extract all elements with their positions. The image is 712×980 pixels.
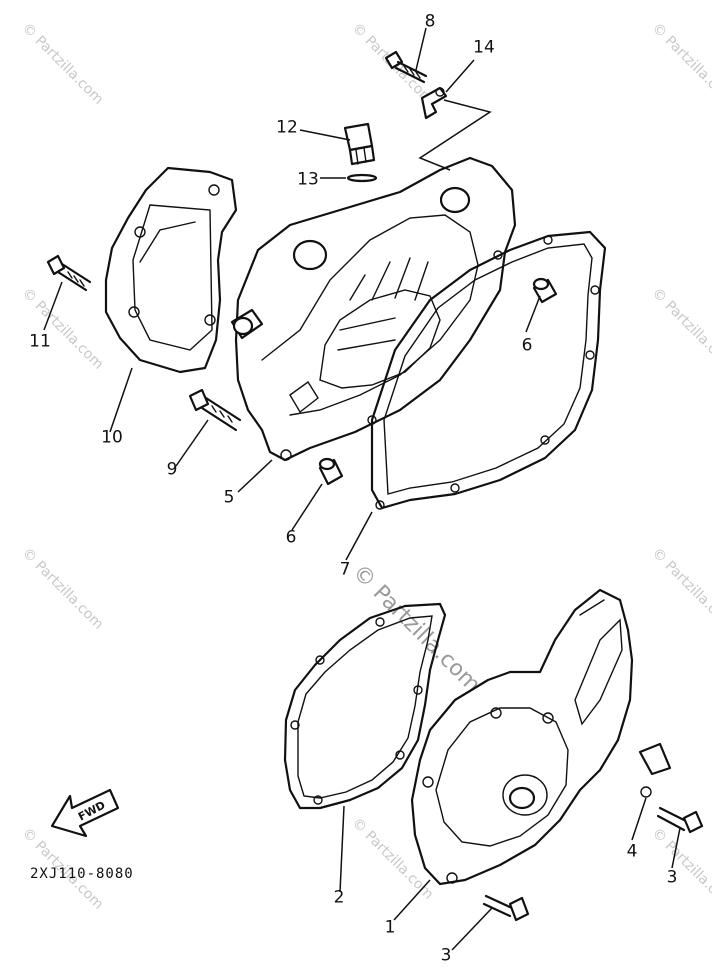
part-6-dowel-pin-lower[interactable] bbox=[318, 457, 344, 486]
callout-14[interactable]: 14 bbox=[473, 37, 495, 58]
callout-6-upper[interactable]: 6 bbox=[521, 335, 533, 356]
part-7-gasket[interactable] bbox=[367, 230, 607, 510]
part-code: 2XJ110-8080 bbox=[30, 866, 134, 882]
fwd-arrow-icon bbox=[50, 788, 120, 838]
callout-12[interactable]: 12 bbox=[276, 117, 298, 138]
part-9-bolt[interactable] bbox=[188, 388, 242, 432]
part-10-outer-cover[interactable] bbox=[104, 166, 238, 374]
part-3-bolt-lower[interactable] bbox=[482, 894, 530, 922]
part-6-dowel-pin-upper[interactable] bbox=[532, 277, 558, 304]
part-4-clamp[interactable] bbox=[638, 742, 672, 798]
callout-1[interactable]: 1 bbox=[384, 917, 396, 938]
callout-7[interactable]: 7 bbox=[339, 559, 351, 580]
part-14-clamp[interactable] bbox=[420, 86, 448, 120]
part-2-gasket[interactable] bbox=[283, 602, 447, 810]
part-8-bolt[interactable] bbox=[384, 50, 428, 84]
callout-11[interactable]: 11 bbox=[29, 331, 51, 352]
leader-lines bbox=[43, 27, 681, 951]
callout-3-right[interactable]: 3 bbox=[666, 867, 678, 888]
callout-13[interactable]: 13 bbox=[297, 169, 319, 190]
callout-3-lower[interactable]: 3 bbox=[440, 945, 452, 966]
callout-6-lower[interactable]: 6 bbox=[285, 527, 297, 548]
callout-8[interactable]: 8 bbox=[424, 11, 436, 32]
part-1-generator-cover[interactable] bbox=[410, 588, 634, 886]
callout-4[interactable]: 4 bbox=[626, 841, 638, 862]
part-12-filler-plug[interactable] bbox=[343, 122, 376, 166]
part-3-bolt-right[interactable] bbox=[656, 806, 704, 834]
part-11-bolt[interactable] bbox=[46, 254, 92, 292]
callout-10[interactable]: 10 bbox=[101, 427, 123, 448]
callout-2[interactable]: 2 bbox=[333, 887, 345, 908]
callout-9[interactable]: 9 bbox=[166, 459, 178, 480]
part-5-crankcase-cover[interactable] bbox=[230, 156, 517, 462]
callout-5[interactable]: 5 bbox=[223, 487, 235, 508]
part-13-o-ring[interactable] bbox=[346, 173, 378, 183]
